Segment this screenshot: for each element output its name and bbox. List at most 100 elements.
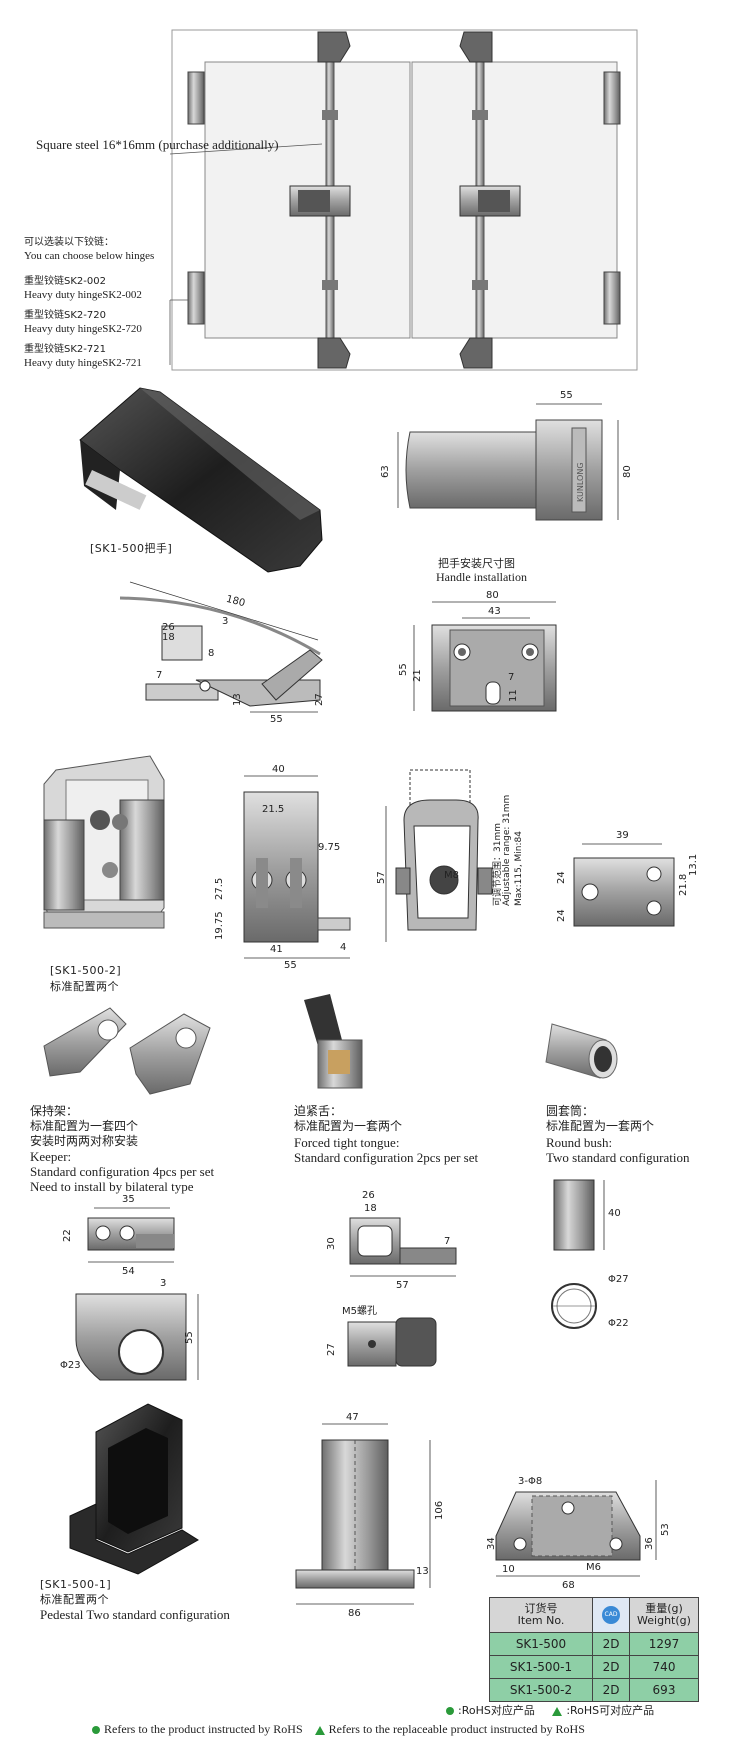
hinge-3-en: Heavy duty hingeSK2-721 [24,357,142,369]
dim-pedestal-m6: M6 [586,1562,601,1573]
bush-line1-en: Two standard configuration [546,1150,690,1165]
tongue-title-cn: 迫紧舌： [294,1104,343,1118]
dim-bush-phi22: Φ22 [608,1318,629,1329]
latch-side-view [385,769,493,942]
table-cell-item: SK1-500 [489,1632,593,1656]
dim-handle-8: 8 [208,648,215,659]
dim-handle-7: 7 [156,670,163,681]
dim-install-7: 7 [508,672,515,683]
legend-rohs-cn: :RoHS对应产品 :RoHS可对应产品 [446,1702,654,1718]
table-row: SK1-500-2 2D 693 [489,1678,699,1702]
dim-latch-4: 4 [340,942,347,953]
tongue-line1-cn: 标准配置为一套两个 [294,1119,403,1133]
latch-caption-code: [SK1-500-2] [50,964,122,977]
legend-rohs-en: Refers to the product instructed by RoHS… [92,1722,585,1737]
dim-pedestal-w86: 86 [348,1608,361,1619]
keeper-title-cn: 保持架： [30,1104,79,1118]
dim-pedestal-holes: 3-Φ8 [518,1476,543,1487]
pedestal-caption-cn: 标准配置两个 [40,1593,109,1606]
latch-bottom-view [573,843,675,927]
latch-max-min: Max:115, Min:84 [514,831,524,906]
dim-latch-w55: 55 [284,960,297,971]
keeper-line1-en: Standard configuration 4pcs per set [30,1164,215,1179]
dim-handle-27: 27 [314,693,325,706]
table-cell-weight: 693 [629,1678,699,1702]
keeper-title-en: Keeper: [30,1149,72,1164]
dim-pedestal-w47: 47 [346,1412,359,1423]
keeper-line2-en: Need to install by bilateral type [30,1179,194,1194]
hinge-choose-cn: 可以选装以下铰链： [24,237,114,248]
dim-tongue-h27: 27 [326,1343,337,1356]
dim-tongue-w57: 57 [396,1280,409,1291]
dim-latch-w39: 39 [616,830,629,841]
dim-pedestal-13: 13 [416,1566,429,1577]
dim-keeper-w54: 54 [122,1266,135,1277]
table-cell-cad[interactable]: 2D [592,1678,630,1702]
keeper-line2-cn: 安装时两两对称安装 [30,1134,139,1148]
order-table: 订货号 Item No. CAD 重量(g) Weight(g) SK1-500… [489,1597,699,1702]
dim-bush-h40: 40 [608,1208,621,1219]
hinge-2-en: Heavy duty hingeSK2-720 [24,323,142,335]
dim-latch-w41: 41 [270,944,283,955]
bush-title-en: Round bush: [546,1135,613,1150]
rohs-dot-icon [446,1707,454,1715]
tongue-title-en: Forced tight tongue: [294,1135,400,1150]
dim-pedestal-h53: 53 [660,1523,671,1536]
table-header-item: 订货号 Item No. [489,1597,593,1633]
square-steel-note: Square steel 16*16mm (purchase additiona… [36,137,279,152]
dim-tongue-w18: 18 [364,1203,377,1214]
handle-top-view [397,403,619,521]
table-cell-cad[interactable]: 2D [592,1655,630,1679]
table-cell-weight: 1297 [629,1632,699,1656]
keeper-line1-cn: 标准配置为一套四个 [30,1119,139,1133]
handle-photo [79,387,323,573]
table-header-row: 订货号 Item No. CAD 重量(g) Weight(g) [489,1597,699,1633]
dim-pedestal-h106: 106 [434,1500,445,1520]
handle-brand: KUNLONG [576,462,585,502]
dim-install-w43: 43 [488,606,501,617]
dim-bush-phi27: Φ27 [608,1274,629,1285]
dim-handle-55: 55 [270,714,283,725]
pedestal-top-view [495,1480,657,1577]
table-header-cad: CAD [592,1597,630,1633]
hinge-3-cn: 重型铰链SK2-721 [24,344,106,355]
dim-latch-w40: 40 [272,764,285,775]
cabinet-assembly-drawing [169,29,638,371]
handle-caption: [SK1-500把手] [90,542,173,555]
dim-keeper-3: 3 [160,1278,167,1289]
dim-latch-21-8: 21.8 [678,873,689,896]
dim-latch-21-5: 21.5 [262,804,285,815]
dim-pedestal-w68: 68 [562,1580,575,1591]
dim-handle-h80: 80 [622,465,633,478]
dim-pedestal-h34: 34 [486,1537,497,1550]
dim-handle-3: 3 [222,616,229,627]
keeper-drawings [75,1207,199,1381]
table-header-weight: 重量(g) Weight(g) [629,1597,699,1633]
dim-install-w80: 80 [486,590,499,601]
dim-handle-h63: 63 [380,465,391,478]
tongue-line1-en: Standard configuration 2pcs per set [294,1150,479,1165]
dim-tongue-h30: 30 [326,1237,337,1250]
dim-keeper-w35: 35 [122,1194,135,1205]
table-row: SK1-500-1 2D 740 [489,1655,699,1679]
dim-install-h21: 21 [412,669,423,682]
dim-latch-9-75: 9.75 [318,842,341,853]
table-cell-cad[interactable]: 2D [592,1632,630,1656]
latch-front-view [243,775,351,959]
latch-caption-cn: 标准配置两个 [50,980,119,993]
dim-handle-26: 26 [162,622,175,633]
hinge-1-en: Heavy duty hingeSK2-002 [24,289,142,301]
bush-drawings [551,1179,605,1329]
hinge-1-cn: 重型铰链SK2-002 [24,276,106,287]
dim-latch-m8: M8 [444,870,459,881]
dim-pedestal-10: 10 [502,1564,515,1575]
install-title-cn: 把手安装尺寸图 [438,557,515,570]
rohs-triangle-icon [552,1706,563,1716]
tongue-photo [304,994,363,1089]
pedestal-caption-en: Pedestal Two standard configuration [40,1607,230,1622]
table-row: SK1-500 2D 1297 [489,1632,699,1656]
dim-latch-h24b: 24 [556,909,567,922]
rohs-triangle-icon [314,1725,325,1735]
dim-latch-h24a: 24 [556,871,567,884]
